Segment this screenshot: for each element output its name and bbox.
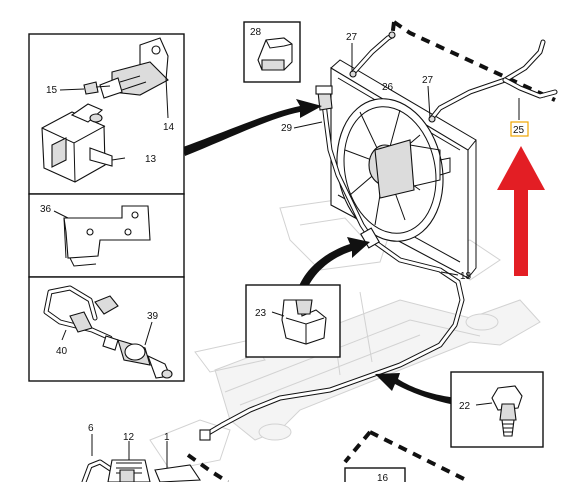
callout-14: 14 — [163, 122, 175, 133]
callout-23: 23 — [255, 308, 267, 319]
callout-1: 1 — [164, 432, 170, 443]
callout-25: 25 — [513, 125, 525, 136]
highlight-arrow — [497, 146, 545, 276]
callout-26: 26 — [382, 82, 394, 93]
callout-22: 22 — [459, 401, 471, 412]
valve-39 — [102, 321, 173, 379]
callout-39: 39 — [147, 311, 159, 322]
dashed-outline-top — [390, 20, 556, 102]
callout-15: 15 — [46, 85, 58, 96]
callout-12: 12 — [123, 432, 135, 443]
callout-27-top: 27 — [346, 32, 358, 43]
callout-27-right: 27 — [422, 75, 434, 86]
bottom-parts — [81, 434, 201, 482]
callout-6: 6 — [88, 423, 94, 434]
callout-18: 18 — [460, 271, 472, 282]
radiator-fan-assembly — [330, 59, 477, 279]
part-26-rod — [349, 31, 396, 78]
box-16 — [344, 467, 406, 482]
bolt-15 — [59, 81, 111, 95]
box-22 — [450, 371, 544, 448]
pump-13 — [41, 103, 126, 183]
dashed-outline-bottom — [186, 430, 471, 482]
callout-16: 16 — [377, 473, 389, 482]
callout-40: 40 — [56, 346, 68, 357]
coolant-hose-18 — [199, 85, 465, 441]
leader-lines — [293, 43, 520, 276]
highlight-box-25 — [510, 121, 529, 137]
callout-13: 13 — [145, 154, 157, 165]
callout-labels: 1 6 12 13 14 15 16 18 22 23 25 26 27 27 … — [40, 27, 525, 482]
bracket-14 — [99, 37, 169, 119]
box-23 — [245, 284, 341, 358]
callout-29: 29 — [281, 123, 293, 134]
callout-36: 36 — [40, 204, 52, 215]
bracket-36 — [53, 205, 151, 267]
box-28 — [243, 21, 301, 83]
callout-28: 28 — [250, 27, 262, 38]
hose-40 — [43, 285, 119, 341]
part-25-pipe — [428, 39, 558, 123]
